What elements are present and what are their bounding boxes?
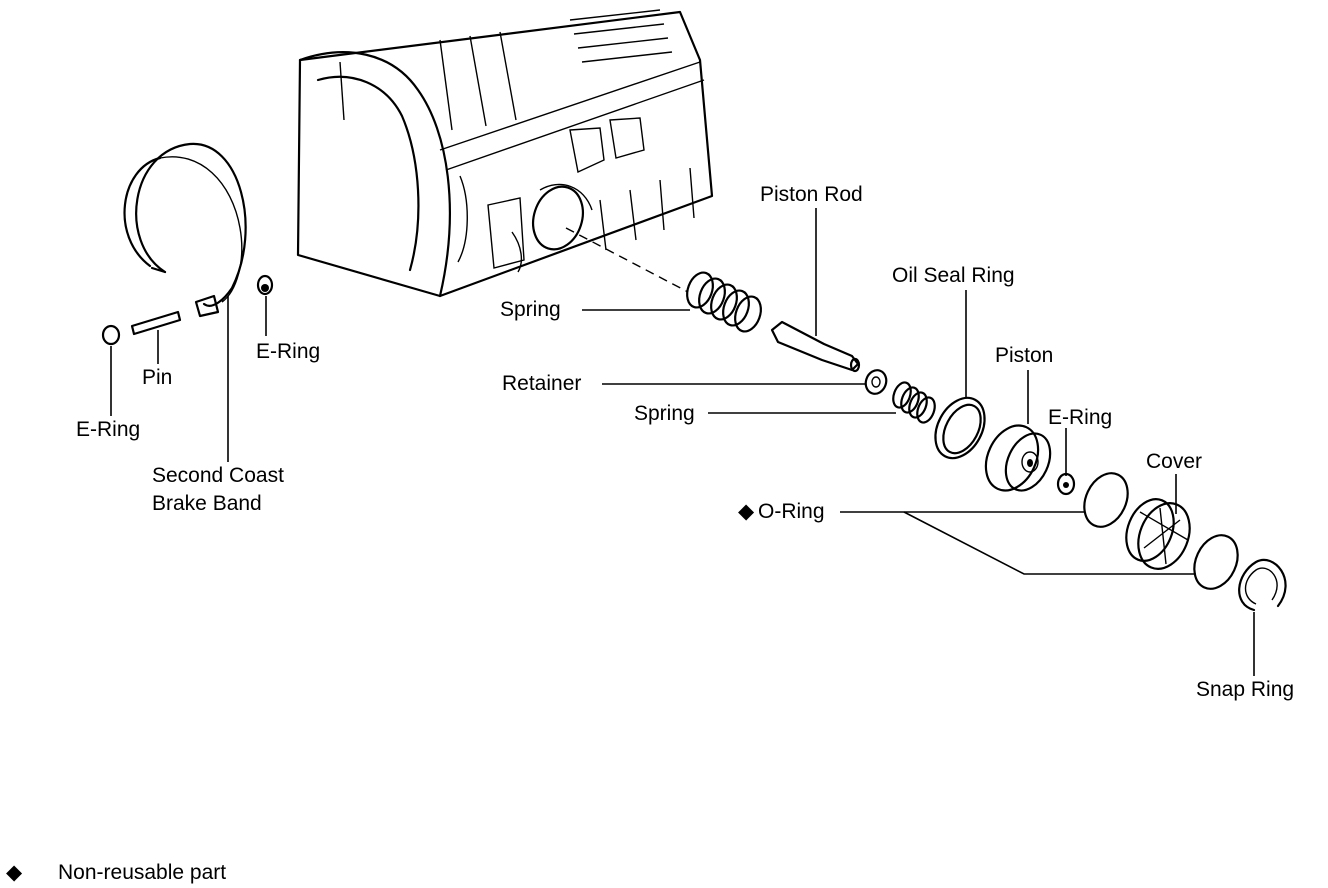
leader-lines	[110, 208, 1255, 676]
label-e-ring-right: E-Ring	[256, 340, 320, 363]
label-spring-outer: Spring	[500, 298, 561, 321]
o-ring-upper	[1083, 472, 1129, 528]
label-snap-ring: Snap Ring	[1196, 678, 1294, 701]
legend: ◆ Non-reusable part	[6, 861, 226, 884]
legend-text: Non-reusable part	[58, 861, 226, 884]
transmission-case	[296, 9, 714, 298]
label-oil-seal-ring: Oil Seal Ring	[892, 264, 1015, 287]
label-cover: Cover	[1146, 450, 1202, 473]
label-piston: Piston	[995, 344, 1053, 367]
brake-band	[123, 142, 247, 318]
inner-spring	[892, 381, 936, 424]
piston-rod	[770, 320, 861, 373]
retainer	[864, 369, 888, 395]
piston-part	[984, 424, 1052, 492]
label-retainer: Retainer	[502, 372, 581, 395]
label-o-ring: O-Ring	[758, 500, 825, 523]
pin	[130, 310, 182, 336]
label-brake-band-line1: Second Coast	[152, 464, 284, 487]
label-spring-inner: Spring	[634, 402, 695, 425]
outer-spring	[686, 271, 762, 333]
label-brake-band-line2: Brake Band	[152, 492, 262, 515]
e-ring-left-part	[101, 324, 121, 346]
assembly-axis-line	[565, 227, 689, 293]
legend-symbol: ◆	[6, 861, 23, 884]
cover-part	[1125, 498, 1191, 570]
o-ring-nonreusable-marker: ◆	[738, 500, 755, 523]
o-ring-lower	[1193, 534, 1239, 590]
snap-ring	[1238, 559, 1287, 612]
label-piston-rod: Piston Rod	[760, 183, 863, 206]
e-ring-right-part	[256, 274, 274, 296]
label-pin: Pin	[142, 366, 172, 389]
e-ring-piston-part	[1056, 472, 1076, 496]
label-e-ring-left: E-Ring	[76, 418, 140, 441]
oil-seal-ring	[934, 396, 986, 460]
label-e-ring-piston: E-Ring	[1048, 406, 1112, 429]
